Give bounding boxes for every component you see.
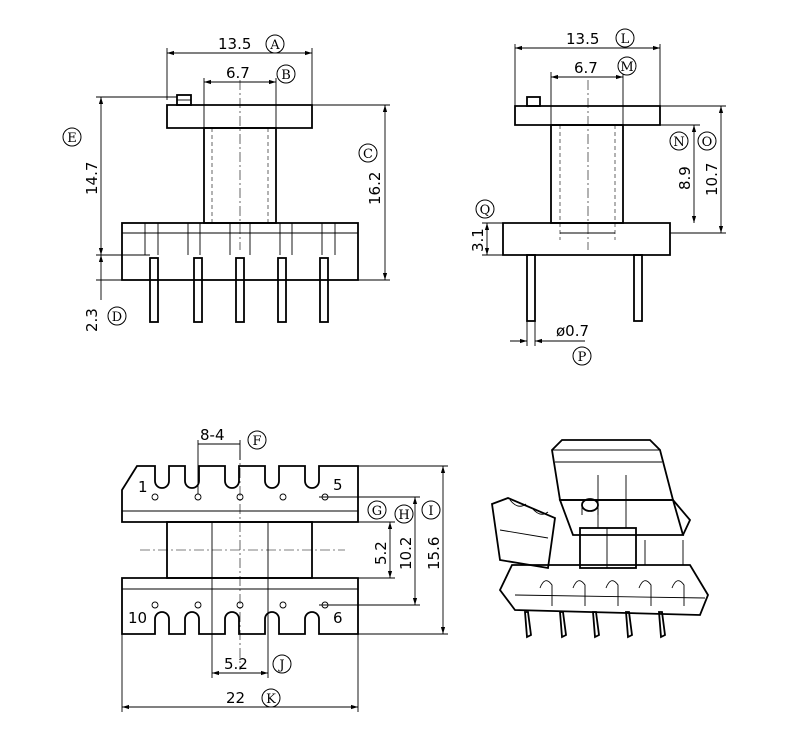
dim-a-value: 13.5 [218,35,251,53]
svg-text:M: M [620,60,633,75]
svg-text:B: B [281,68,291,83]
dim-d-value: 2.3 [83,308,101,332]
svg-text:E: E [67,131,77,146]
dim-h-value: 5.2 [372,541,390,565]
dim-i-callout: I [421,500,441,520]
dim-f-value: 8-4 [200,426,225,444]
svg-text:L: L [621,32,630,47]
svg-text:K: K [266,692,276,707]
dim-j-callout: J [272,654,292,674]
dim-j-value: 5.2 [224,655,248,673]
svg-text:P: P [578,350,587,365]
svg-text:Q: Q [480,203,491,218]
dim-h-callout: H [394,504,414,524]
dim-e-value: 14.7 [83,162,101,195]
dim-c-callout: C [358,143,378,163]
dim-n-callout: N [669,131,689,151]
top-view: 1 5 10 6 8-4 F G 5.2 H 10.2 [121,426,448,712]
side-view: 13.5 L 6.7 M 8.9 N 10.7 O [469,28,726,366]
front-view: 13.5 A 6.7 B 14.7 E 16.2 C [62,34,390,332]
dim-p-value: ø0.7 [556,322,589,340]
dim-c-value: 16.2 [366,172,384,205]
dim-k-callout: K [261,688,281,708]
pin-10-label: 10 [128,609,147,627]
dim-b-value: 6.7 [226,64,250,82]
dim-b-callout: B [276,64,296,84]
dim-m-callout: M [617,56,637,76]
svg-text:F: F [252,434,261,449]
dim-f-callout: F [247,430,267,450]
pin-5-label: 5 [333,476,343,494]
dim-overall-height-value: 15.6 [425,537,443,570]
dim-d-callout: D [107,306,127,326]
isometric-view [491,439,710,639]
dim-i-value: 10.2 [397,537,415,570]
dim-p-callout: P [572,346,592,366]
svg-text:A: A [269,38,280,53]
svg-text:O: O [702,135,713,150]
svg-text:G: G [372,504,382,519]
pin-6-label: 6 [333,609,343,627]
dim-a-callout: A [265,34,285,54]
dim-k-value: 22 [226,689,245,707]
dim-m-value: 6.7 [574,59,598,77]
svg-text:D: D [112,310,122,325]
svg-text:I: I [428,504,433,519]
pin-1-label: 1 [138,478,148,496]
dim-g-callout: G [367,500,387,520]
dim-o-callout: O [697,131,717,151]
dim-n-value: 8.9 [676,166,694,190]
dim-e-callout: E [62,127,82,147]
dim-q-value: 3.1 [469,228,487,252]
dim-l-callout: L [615,28,635,48]
dim-o-value: 10.7 [703,163,721,196]
svg-text:H: H [398,508,409,523]
svg-text:C: C [363,147,373,162]
dim-q-callout: Q [475,199,495,219]
svg-text:J: J [277,658,284,673]
dim-l-value: 13.5 [566,30,599,48]
svg-text:N: N [673,135,684,150]
